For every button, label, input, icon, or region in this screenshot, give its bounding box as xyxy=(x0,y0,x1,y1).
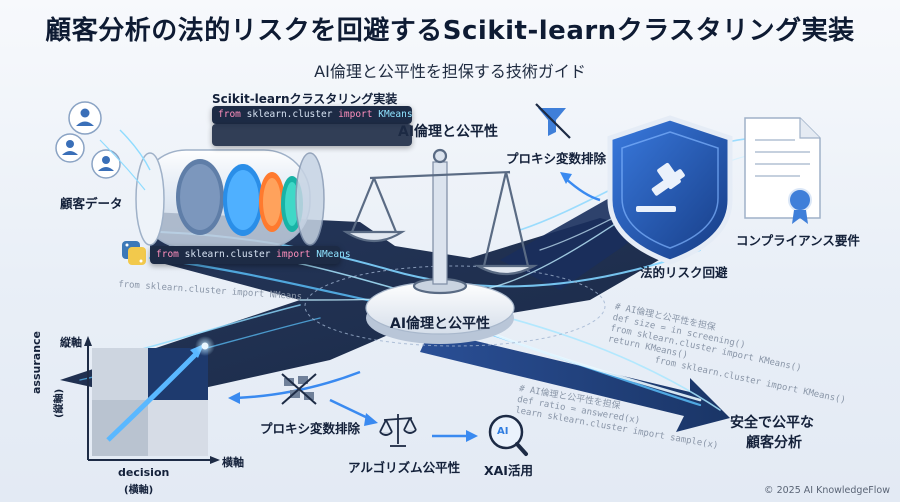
code-box-1-class: KMeans xyxy=(378,109,413,120)
compliance-document-icon xyxy=(744,117,821,224)
code-box-1-from: from xyxy=(218,109,241,120)
label-algorithm-fairness: アルゴリズム公平性 xyxy=(348,460,461,475)
page-title: 顧客分析の法的リスクを回避するScikit-learnクラスタリング実装 xyxy=(45,16,855,46)
axis-y-label-sub: (縦軸) xyxy=(54,388,65,418)
arrow-proxy-to-core xyxy=(564,177,601,202)
xai-badge-text: AI xyxy=(497,426,509,437)
balance-scale-icon xyxy=(342,148,539,295)
central-platform xyxy=(304,265,606,347)
code-box-1-module: sklearn.cluster xyxy=(246,109,333,120)
bottom-flow xyxy=(228,370,528,456)
axis-x-label-sub: (横軸) xyxy=(124,485,154,496)
code-box-2-class: NMeans xyxy=(316,249,351,260)
label-proxy-removal-top: プロキシ変数排除 xyxy=(506,151,607,166)
xai-magnifier-icon xyxy=(488,414,528,456)
label-proxy-removal-bottom: プロキシ変数排除 xyxy=(260,421,361,436)
proxy-removal-bottom-icon xyxy=(281,373,317,405)
cluster-blobs xyxy=(176,159,303,236)
small-scale-icon xyxy=(379,414,417,447)
code-box-1: from sklearn.cluster import KMeans xyxy=(212,106,413,124)
code-box-2: from sklearn.cluster import NMeans xyxy=(150,246,351,264)
code-box-2-from: from xyxy=(156,249,179,260)
axis-x-label-en: decision xyxy=(118,466,170,479)
label-xai: XAI活用 xyxy=(484,463,533,478)
quadrant-chart xyxy=(84,336,220,464)
copyright: © 2025 AI KnowledgeFlow xyxy=(764,485,890,496)
label-compliance: コンプライアンス要件 xyxy=(736,233,860,248)
label-sklearn-clustering: Scikit-learnクラスタリング実装 xyxy=(212,92,398,106)
label-outcome-line2: 顧客分析 xyxy=(746,435,802,451)
data-tube xyxy=(135,149,325,249)
code-box-1-tail xyxy=(212,124,412,146)
axis-y-label-en: assurance xyxy=(30,330,43,394)
code-box-2-import: import xyxy=(276,249,311,260)
axis-x-label-jp: 横軸 xyxy=(222,456,244,469)
label-customer-data: 顧客データ xyxy=(60,196,123,211)
python-logo-icon xyxy=(122,241,146,265)
page-subtitle: AI倫理と公平性を担保する技術ガイド xyxy=(314,62,586,81)
label-ai-ethics-top: AI倫理と公平性 xyxy=(398,124,499,140)
proxy-removal-top-icon xyxy=(535,103,571,139)
axis-y-label-jp: 縦軸 xyxy=(60,336,82,349)
label-ai-ethics-platform: AI倫理と公平性 xyxy=(390,316,491,332)
label-legal-risk: 法的リスク回避 xyxy=(640,265,728,280)
legal-shield-icon xyxy=(607,115,733,265)
customer-icons xyxy=(55,101,151,191)
code-box-1-import: import xyxy=(338,109,373,120)
code-box-2-module: sklearn.cluster xyxy=(184,249,271,260)
label-outcome-line1: 安全で公平な xyxy=(730,415,814,431)
